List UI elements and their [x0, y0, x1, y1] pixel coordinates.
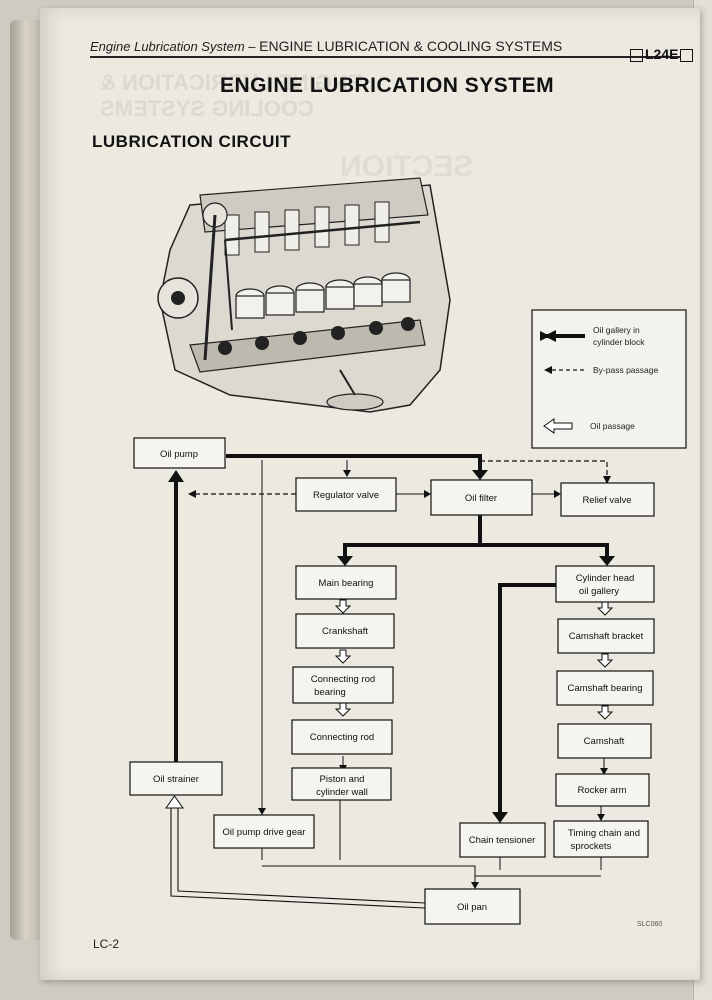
label-crankshaft: Crankshaft: [322, 626, 368, 637]
label-oil-pan: Oil pan: [457, 902, 487, 913]
square-icon: [680, 48, 694, 62]
node-oil-pan: [424, 888, 521, 925]
node-oil-strainer: [129, 761, 223, 796]
legend-gallery-line1: Oil gallery in: [593, 325, 640, 335]
label-camshaft: Camshaft: [584, 736, 625, 747]
label-oil-pump-drive-gear: Oil pump drive gear: [223, 827, 306, 838]
node-rocker-arm: [555, 773, 650, 807]
node-chain-tensioner: [459, 822, 546, 858]
label-cylinder-head-line1: Cylinder head: [576, 573, 635, 584]
section-subtitle: LUBRICATION CIRCUIT: [92, 132, 291, 151]
label-oil-strainer: Oil strainer: [153, 774, 199, 785]
label-chain-tensioner: Chain tensioner: [469, 835, 536, 846]
return-passage: [170, 808, 426, 909]
label-timing-chain-line2: sprockets: [571, 841, 612, 852]
running-header: Engine Lubrication System – ENGINE LUBRI…: [90, 38, 562, 54]
square-icon: [630, 48, 643, 62]
node-main-bearing: [295, 565, 397, 600]
label-connecting-rod-bearing-line2: bearing: [314, 687, 346, 698]
header-section-caps: ENGINE LUBRICATION & COOLING SYSTEMS: [259, 38, 563, 54]
node-oil-pump-drive-gear: [213, 814, 315, 849]
label-timing-chain-line1: Timing chain and: [568, 828, 640, 839]
label-camshaft-bearing: Camshaft bearing: [568, 683, 643, 694]
hollow-arrow-symbol: [543, 418, 573, 434]
node-crankshaft: [295, 613, 395, 649]
legend-passage: Oil passage: [590, 421, 635, 431]
node-camshaft-bearing: [556, 670, 654, 706]
node-connecting-rod-bearing: [292, 666, 394, 704]
label-relief-valve: Relief valve: [582, 495, 631, 506]
label-piston-line1: Piston and: [320, 774, 365, 785]
header-dash: –: [244, 39, 260, 54]
label-regulator-valve: Regulator valve: [313, 490, 379, 501]
label-piston-line2: cylinder wall: [316, 787, 368, 798]
node-cylinder-head-oil-gallery: [555, 565, 655, 603]
oil-passage-lines: [261, 460, 602, 885]
hollow-flow-arrows: [334, 599, 614, 720]
node-camshaft: [557, 723, 652, 759]
label-oil-pump: Oil pump: [160, 449, 198, 460]
label-oil-filter: Oil filter: [465, 493, 497, 504]
node-camshaft-bracket: [557, 618, 655, 654]
legend-gallery-line2: cylinder block: [593, 337, 645, 347]
figure-code: SLC060: [637, 921, 663, 928]
header-section-italic: Engine Lubrication System: [90, 39, 245, 54]
legend: Oil gallery in cylinder block By-pass pa…: [531, 309, 687, 449]
label-main-bearing: Main bearing: [319, 578, 374, 589]
page-title: ENGINE LUBRICATION SYSTEM: [220, 74, 555, 97]
main-oil-gallery-paths: [174, 454, 609, 815]
node-relief-valve: [560, 482, 655, 517]
engine-cutaway-illustration: [157, 177, 451, 413]
label-connecting-rod: Connecting rod: [310, 732, 374, 743]
page-number: LC-2: [93, 937, 120, 951]
label-rocker-arm: Rocker arm: [577, 785, 626, 796]
header-rule: [90, 56, 680, 58]
label-camshaft-bracket: Camshaft bracket: [569, 631, 644, 642]
node-oil-filter: [430, 479, 533, 516]
legend-bypass: By-pass passage: [593, 365, 658, 375]
node-connecting-rod: [291, 719, 393, 755]
model-code: L24E: [628, 46, 695, 62]
node-timing-chain: [553, 820, 649, 858]
bypass-passage-paths: [196, 460, 608, 495]
node-regulator-valve: [295, 477, 397, 512]
node-piston-cylinder-wall: [291, 767, 392, 801]
label-connecting-rod-bearing-line1: Connecting rod: [311, 674, 375, 685]
label-cylinder-head-line2: oil gallery: [579, 586, 619, 597]
node-oil-pump: [133, 437, 226, 469]
model-code-text: L24E: [645, 46, 679, 62]
